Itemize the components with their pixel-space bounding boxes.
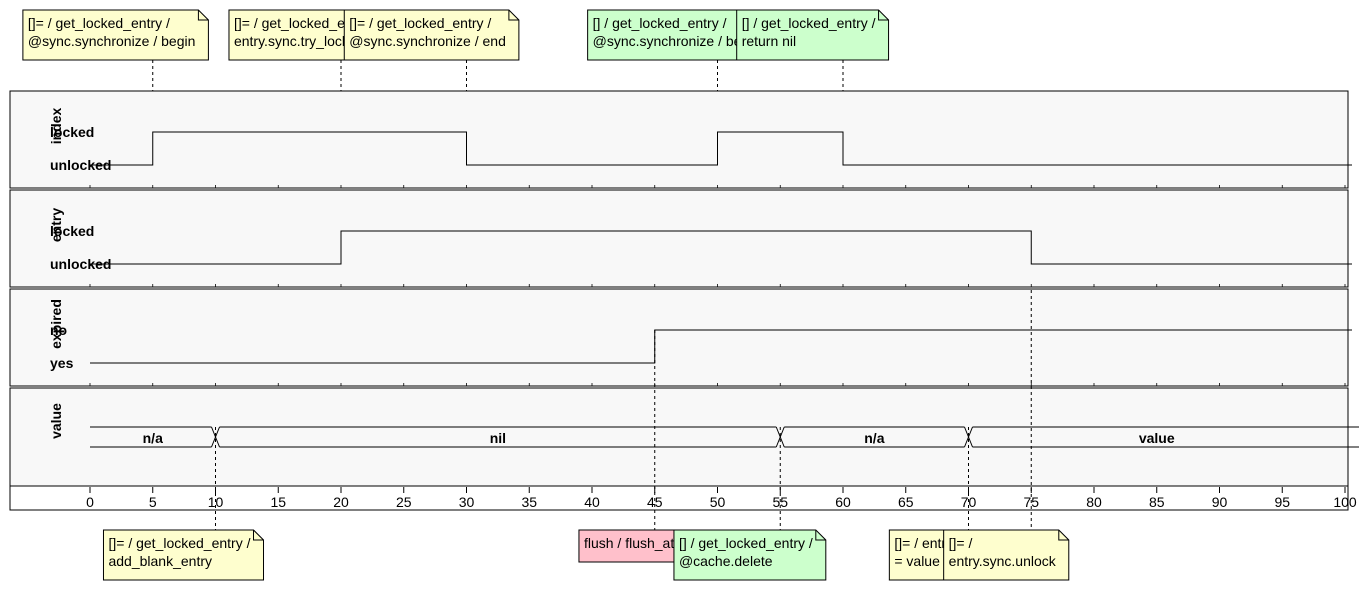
axis-frame (9, 485, 1349, 511)
note-line-1: entry.sync.unlock (949, 553, 1057, 569)
axis-tick-label-17: 85 (1149, 494, 1165, 510)
axis-tick-label-0: 0 (86, 494, 94, 510)
note-body (943, 529, 1070, 581)
track-label-value: value (48, 403, 64, 439)
notes: []= / get_locked_entry / @sync.synchroniz… (22, 9, 1070, 581)
note-line-0: [] / get_locked_entry / (742, 15, 876, 31)
top-note-2: []= / get_locked_entry / @sync.synchroniz… (343, 9, 520, 61)
state-label-entry-1: unlocked (50, 256, 111, 272)
axis-tick-label-5: 25 (396, 494, 412, 510)
track-panels (9, 90, 1349, 487)
track-label-index: index (48, 108, 64, 145)
note-body (102, 529, 265, 581)
axis-tick-label-9: 45 (647, 494, 663, 510)
value-label-2: n/a (864, 430, 884, 446)
bottom-note-1: flush / flush_at (578, 529, 688, 563)
track-panel-0 (9, 90, 1349, 189)
axis-tick-label-6: 30 (459, 494, 475, 510)
note-fold (1058, 530, 1069, 541)
bottom-note-2: [] / get_locked_entry / @cache.delete (673, 529, 827, 581)
axis-tick-label-1: 5 (149, 494, 157, 510)
value-transition-b-2 (775, 426, 785, 448)
top-note-4: [] / get_locked_entry / return nil (736, 9, 890, 61)
note-fold (815, 530, 826, 541)
track-label-entry: entry (48, 208, 64, 242)
note-line-1: @sync.synchronize / end (349, 33, 506, 49)
track-panel-3 (9, 387, 1349, 487)
axis-tick-label-8: 40 (584, 494, 600, 510)
axis-tick-label-11: 55 (772, 494, 788, 510)
axis-tick-label-10: 50 (710, 494, 726, 510)
note-line-0: []= / get_locked_entry / (234, 15, 376, 31)
state-label-expired-1: yes (50, 355, 74, 371)
note-line-0: []= / (949, 535, 973, 551)
axis-tick-label-3: 15 (270, 494, 286, 510)
note-line-1: add_blank_entry (108, 553, 212, 569)
time-axis: 0 5 10 15 20 25 30 35 40 45 50 55 60 65 70 75 80 85 90 95 10… (9, 185, 1357, 511)
bottom-note-4: []= / entry.sync.unlock (943, 529, 1070, 581)
axis-tick-label-18: 90 (1212, 494, 1228, 510)
note-line-0: [] / get_locked_entry / (593, 15, 727, 31)
note-line-1: return nil (742, 33, 796, 49)
note-line-1: = value (894, 553, 940, 569)
note-line-0: []= / get_locked_entry / (28, 15, 170, 31)
top-note-3: [] / get_locked_entry / @sync.synchronize… (587, 9, 774, 61)
value-transition-b-1 (211, 426, 220, 448)
value-transition-b-3 (964, 426, 973, 448)
note-line-1: @cache.delete (679, 553, 773, 569)
state-label-entry-0: locked (50, 223, 94, 239)
track-panel-2 (9, 288, 1349, 387)
axis-tick-label-14: 70 (961, 494, 977, 510)
note-fold (878, 10, 889, 21)
note-line-0: []= / get_locked_entry / (349, 15, 491, 31)
track-panel-1 (9, 189, 1349, 288)
waveform-expired (90, 329, 1352, 364)
value-label-1: nil (490, 430, 506, 446)
value-label-0: n/a (143, 430, 163, 446)
track-label-expired: expired (48, 299, 64, 349)
bottom-note-0: []= / get_locked_entry / add_blank_entry (102, 529, 265, 581)
note-body (343, 9, 520, 61)
value-label-3: value (1139, 430, 1175, 446)
axis-tick-label-2: 10 (208, 494, 224, 510)
note-body (736, 9, 890, 61)
waveforms: indexlockedunlockedentrylockedunlockedex… (48, 108, 1359, 448)
note-line-0: []= / get_locked_entry / (108, 535, 250, 551)
waveform-index (90, 131, 1352, 166)
top-note-0: []= / get_locked_entry / @sync.synchroniz… (22, 9, 209, 61)
axis-tick-label-19: 95 (1274, 494, 1290, 510)
state-label-index-1: unlocked (50, 157, 111, 173)
note-fold (508, 10, 519, 21)
axis-tick-label-13: 65 (898, 494, 914, 510)
note-body (22, 9, 209, 61)
note-fold (253, 530, 264, 541)
axis-tick-label-7: 35 (521, 494, 537, 510)
waveform-entry (90, 230, 1352, 265)
axis-tick-label-16: 80 (1086, 494, 1102, 510)
note-fold (197, 10, 209, 21)
note-line-1: @sync.synchronize / begin (593, 33, 761, 49)
axis-tick-label-20: 100 (1333, 494, 1357, 510)
axis-tick-label-12: 60 (835, 494, 851, 510)
note-body (673, 529, 827, 581)
state-label-index-0: locked (50, 124, 94, 140)
note-line-0: [] / get_locked_entry / (679, 535, 813, 551)
axis-tick-label-4: 20 (333, 494, 349, 510)
note-line-1: entry.sync.try_lock (234, 33, 350, 49)
state-label-expired-0: no (50, 322, 67, 338)
note-line-0: flush / flush_at (584, 535, 674, 551)
axis-tick-label-15: 75 (1023, 494, 1039, 510)
note-line-1: @sync.synchronize / begin (28, 33, 196, 49)
